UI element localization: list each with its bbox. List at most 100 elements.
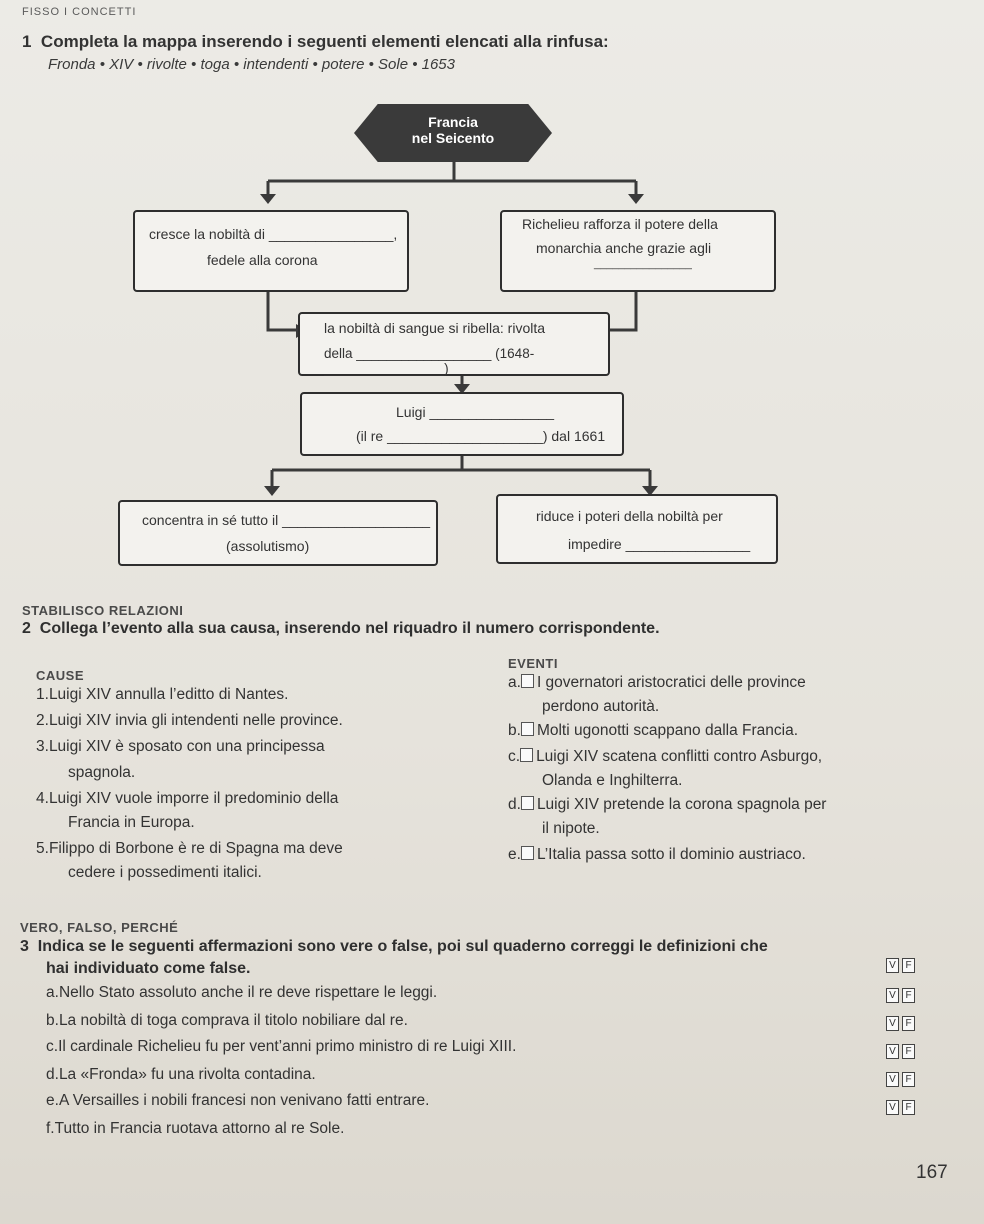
- map-root-line1: Francia: [428, 114, 478, 130]
- map-node-nobility-robe-line1: cresce la nobiltà di ________________,: [149, 226, 398, 242]
- cause-4-number: 4.: [36, 790, 49, 807]
- statement-b-true-box[interactable]: V: [886, 988, 899, 1003]
- map-node-luigi: Luigi ________________ (il re __________…: [300, 392, 624, 456]
- statement-a-letter: a.: [46, 984, 59, 1001]
- event-c-answer-box[interactable]: [520, 748, 534, 762]
- map-node-luigi-line2: (il re ____________________) dal 1661: [356, 428, 606, 444]
- cause-3-text: Luigi XIV è sposato con una principessa: [48, 738, 325, 755]
- cause-5-number: 5.: [36, 840, 49, 857]
- event-a-answer-box[interactable]: [520, 674, 534, 688]
- exercise-2-instruction: 2 Collega l’evento alla sua causa, inser…: [22, 620, 660, 638]
- statement-d-text: La «Fronda» fu una rivolta contadina.: [58, 1066, 316, 1083]
- statement-e-text: A Versailles i nobili francesi non veniv…: [58, 1092, 430, 1109]
- map-node-absolutism: concentra in sé tutto il _______________…: [118, 500, 438, 566]
- statement-c-letter: c.: [46, 1038, 59, 1055]
- exercise-3-instruction: 3 Indica se le seguenti affermazioni son…: [20, 938, 768, 956]
- statement-d: d.La «Fronda» fu una rivolta contadina.: [46, 1066, 316, 1084]
- statement-d-true-box[interactable]: V: [886, 1044, 899, 1059]
- statement-f-false-box[interactable]: F: [902, 1100, 915, 1115]
- exercise-2-number: 2: [22, 620, 31, 637]
- map-node-nobility-robe-line2: fedele alla corona: [207, 252, 318, 268]
- event-a: a. I governatori aristocratici delle prov…: [508, 674, 806, 692]
- cause-1-number: 1.: [36, 686, 49, 703]
- cause-3-number: 3.: [36, 738, 49, 755]
- map-root-node: Francia nel Seicento: [354, 104, 552, 162]
- event-c-letter: c.: [508, 748, 521, 765]
- statement-a-text: Nello Stato assoluto anche il re deve ri…: [58, 984, 438, 1001]
- statement-f-letter: f.: [46, 1120, 55, 1137]
- event-b-text: Molti ugonotti scappano dalla Francia.: [536, 722, 799, 739]
- statement-a-false-box[interactable]: F: [902, 958, 915, 973]
- exercise-1-text: Completa la mappa inserendo i seguenti e…: [40, 32, 609, 51]
- cause-3-cont: spagnola.: [68, 764, 136, 781]
- exercise-3-number: 3: [20, 938, 29, 955]
- event-a-cont: perdono autorità.: [542, 698, 660, 715]
- statement-e-letter: e.: [46, 1092, 59, 1109]
- exercise-2-section: STABILISCO RELAZIONI: [22, 603, 184, 618]
- event-a-text: I governatori aristocratici delle provin…: [536, 674, 806, 691]
- statement-b: b.La nobiltà di toga comprava il titolo …: [46, 1012, 408, 1030]
- cause-5-cont: cedere i possedimenti italici.: [68, 864, 262, 881]
- map-node-nobility-robe: cresce la nobiltà di ________________, f…: [133, 210, 409, 292]
- map-node-luigi-line1: Luigi ________________: [396, 404, 555, 420]
- event-c: c.Luigi XIV scatena conflitti contro Asb…: [508, 748, 822, 766]
- word-bank: Fronda • XIV • rivolte • toga • intenden…: [48, 56, 455, 73]
- statement-b-false-box[interactable]: F: [902, 988, 915, 1003]
- exercise-1-instruction: 1 Completa la mappa inserendo i seguenti…: [22, 32, 609, 52]
- event-d: d. Luigi XIV pretende la corona spagnola …: [508, 796, 826, 814]
- statement-d-letter: d.: [46, 1066, 59, 1083]
- statement-f-true-box[interactable]: V: [886, 1100, 899, 1115]
- exercise-3-instruction-cont: hai individuato come false.: [46, 960, 251, 977]
- statement-b-letter: b.: [46, 1012, 59, 1029]
- event-e-text: L’Italia passa sotto il dominio austriac…: [536, 846, 806, 863]
- map-node-richelieu-blank: ________________: [594, 258, 692, 270]
- map-root-line2: nel Seicento: [411, 130, 495, 146]
- event-d-answer-box[interactable]: [520, 796, 534, 810]
- cause-1-text: Luigi XIV annulla l’editto di Nantes.: [48, 686, 289, 703]
- exercise-3-text: Indica se le seguenti affermazioni sono …: [37, 938, 768, 955]
- event-e-letter: e.: [508, 846, 521, 863]
- map-node-fronda: la nobiltà di sangue si ribella: rivolta…: [298, 312, 610, 376]
- statement-f-text: Tutto in Francia ruotava attorno al re S…: [54, 1120, 345, 1137]
- cause-4-text: Luigi XIV vuole imporre il predominio de…: [48, 790, 339, 807]
- exercise-3-section: VERO, FALSO, PERCHÉ: [20, 920, 179, 935]
- cause-4: 4.Luigi XIV vuole imporre il predominio …: [36, 790, 338, 808]
- statement-c-false-box[interactable]: F: [902, 1016, 915, 1031]
- map-node-richelieu-line2: monarchia anche grazie agli: [536, 240, 712, 256]
- map-node-fronda-line2: della __________________ (1648-_________…: [324, 346, 535, 376]
- event-b-answer-box[interactable]: [520, 722, 534, 736]
- event-b: b.Molti ugonotti scappano dalla Francia.: [508, 722, 798, 740]
- statement-f: f.Tutto in Francia ruotava attorno al re…: [46, 1120, 344, 1138]
- map-node-nobility-power-line1: riduce i poteri della nobiltà per: [536, 508, 723, 524]
- statement-c: c.Il cardinale Richelieu fu per vent’ann…: [46, 1038, 516, 1056]
- event-e: e. L’Italia passa sotto il dominio austri…: [508, 846, 806, 864]
- event-a-letter: a.: [508, 674, 521, 691]
- events-header: EVENTI: [508, 656, 558, 671]
- statement-b-text: La nobiltà di toga comprava il titolo no…: [58, 1012, 408, 1029]
- statement-a-true-box[interactable]: V: [886, 958, 899, 973]
- event-e-answer-box[interactable]: [520, 846, 534, 860]
- cause-2-number: 2.: [36, 712, 49, 729]
- statement-d-false-box[interactable]: F: [902, 1044, 915, 1059]
- cause-1: 1.Luigi XIV annulla l’editto di Nantes.: [36, 686, 288, 704]
- exercise-1-number: 1: [22, 32, 32, 51]
- cause-5-text: Filippo di Borbone è re di Spagna ma dev…: [48, 840, 343, 857]
- cause-5: 5.Filippo di Borbone è re di Spagna ma d…: [36, 840, 343, 858]
- event-d-text: Luigi XIV pretende la corona spagnola pe…: [536, 796, 827, 813]
- statement-e-false-box[interactable]: F: [902, 1072, 915, 1087]
- map-node-absolutism-line1: concentra in sé tutto il _______________…: [142, 512, 431, 528]
- statement-c-true-box[interactable]: V: [886, 1016, 899, 1031]
- statement-e-true-box[interactable]: V: [886, 1072, 899, 1087]
- event-c-cont: Olanda e Inghilterra.: [542, 772, 683, 789]
- cause-2-text: Luigi XIV invia gli intendenti nelle pro…: [48, 712, 343, 729]
- page-number: 167: [916, 1162, 948, 1183]
- statement-e: e.A Versailles i nobili francesi non ven…: [46, 1092, 429, 1110]
- event-d-letter: d.: [508, 796, 521, 813]
- event-d-cont: il nipote.: [542, 820, 600, 837]
- section-header: FISSO I CONCETTI: [22, 6, 137, 18]
